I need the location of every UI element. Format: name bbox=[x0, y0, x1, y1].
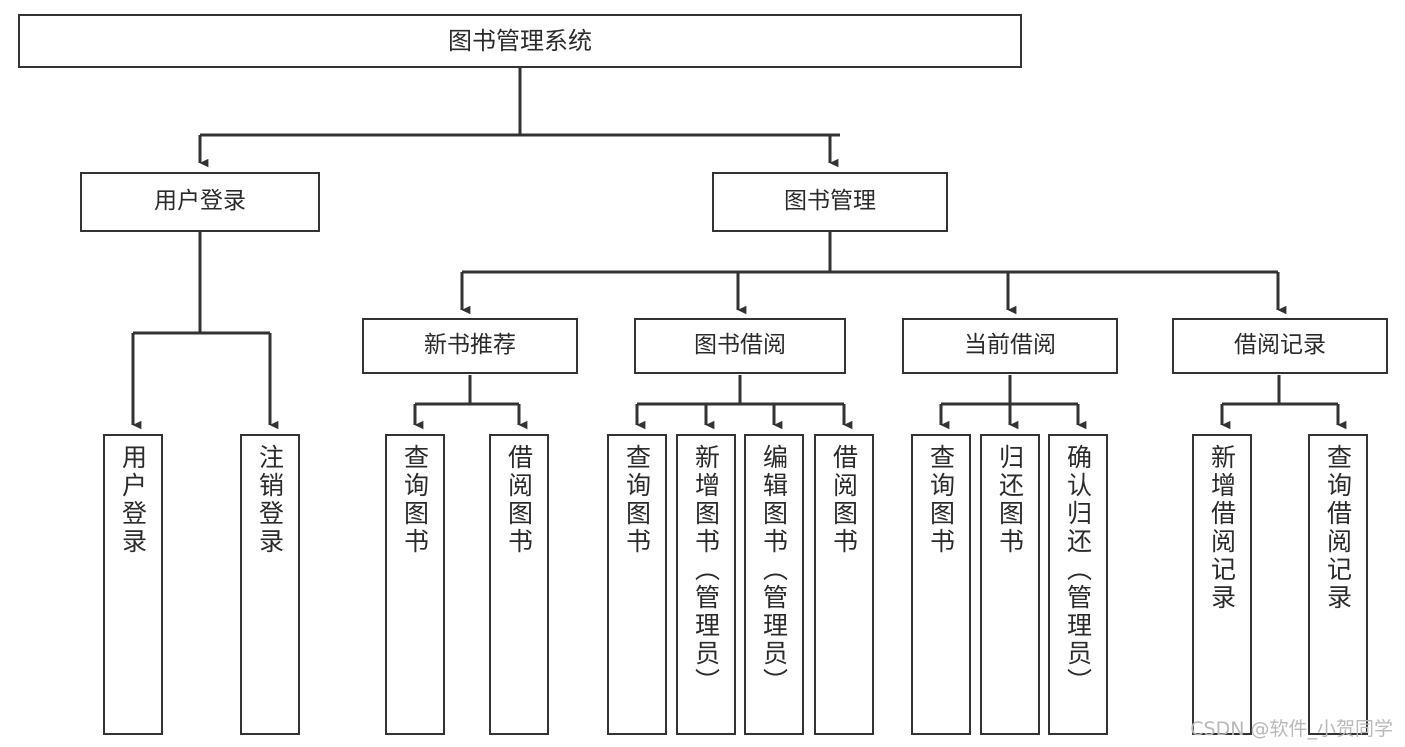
node-label: 当前借阅 bbox=[964, 332, 1056, 359]
node-book-management[interactable]: 图书管理 bbox=[712, 172, 948, 232]
node-label: 借阅记录 bbox=[1234, 332, 1326, 359]
node-leaf-query-record[interactable]: 查询借阅记录 bbox=[1308, 434, 1368, 735]
node-label: 图书管理 bbox=[784, 188, 876, 215]
node-label: 用户登录 bbox=[154, 188, 246, 215]
node-user-login[interactable]: 用户登录 bbox=[80, 172, 320, 232]
node-label: 归还图书 bbox=[995, 444, 1025, 556]
node-label: 查询借阅记录 bbox=[1323, 444, 1353, 612]
node-leaf-add-record[interactable]: 新增借阅记录 bbox=[1192, 434, 1252, 735]
node-label: 新增借阅记录 bbox=[1207, 444, 1237, 612]
node-root-book-management-system[interactable]: 图书管理系统 bbox=[18, 14, 1022, 68]
csdn-watermark: CSDN @软件_小贺同学 bbox=[1190, 718, 1393, 740]
node-leaf-user-login[interactable]: 用户登录 bbox=[103, 434, 163, 735]
node-label: 注销登录 bbox=[255, 444, 285, 556]
node-leaf-confirm-return[interactable]: 确认归还（管理员） bbox=[1048, 434, 1108, 735]
node-leaf-query-book-1[interactable]: 查询图书 bbox=[385, 434, 445, 735]
node-new-book-recommend[interactable]: 新书推荐 bbox=[362, 318, 578, 374]
node-label: 借阅图书 bbox=[504, 444, 534, 556]
node-label: 图书管理系统 bbox=[448, 26, 592, 55]
node-label: 借阅图书 bbox=[829, 444, 859, 556]
node-leaf-borrow-book-1[interactable]: 借阅图书 bbox=[489, 434, 549, 735]
node-label: 编辑图书（管理员） bbox=[759, 444, 789, 696]
node-leaf-return-book[interactable]: 归还图书 bbox=[980, 434, 1040, 735]
node-leaf-logout-login[interactable]: 注销登录 bbox=[240, 434, 300, 735]
node-label: 图书借阅 bbox=[694, 332, 786, 359]
node-label: 新增图书（管理员） bbox=[691, 444, 721, 696]
node-label: 新书推荐 bbox=[424, 332, 516, 359]
node-borrow-record[interactable]: 借阅记录 bbox=[1172, 318, 1388, 374]
node-leaf-query-book-2[interactable]: 查询图书 bbox=[607, 434, 667, 735]
node-leaf-edit-book[interactable]: 编辑图书（管理员） bbox=[744, 434, 804, 735]
node-current-borrow[interactable]: 当前借阅 bbox=[902, 318, 1118, 374]
node-label: 查询图书 bbox=[926, 444, 956, 556]
node-label: 查询图书 bbox=[400, 444, 430, 556]
node-leaf-borrow-book-2[interactable]: 借阅图书 bbox=[814, 434, 874, 735]
node-label: 查询图书 bbox=[622, 444, 652, 556]
node-leaf-query-book-3[interactable]: 查询图书 bbox=[911, 434, 971, 735]
node-leaf-add-book[interactable]: 新增图书（管理员） bbox=[676, 434, 736, 735]
node-book-borrow[interactable]: 图书借阅 bbox=[634, 318, 846, 374]
node-label: 用户登录 bbox=[118, 444, 148, 556]
node-label: 确认归还（管理员） bbox=[1063, 444, 1093, 696]
